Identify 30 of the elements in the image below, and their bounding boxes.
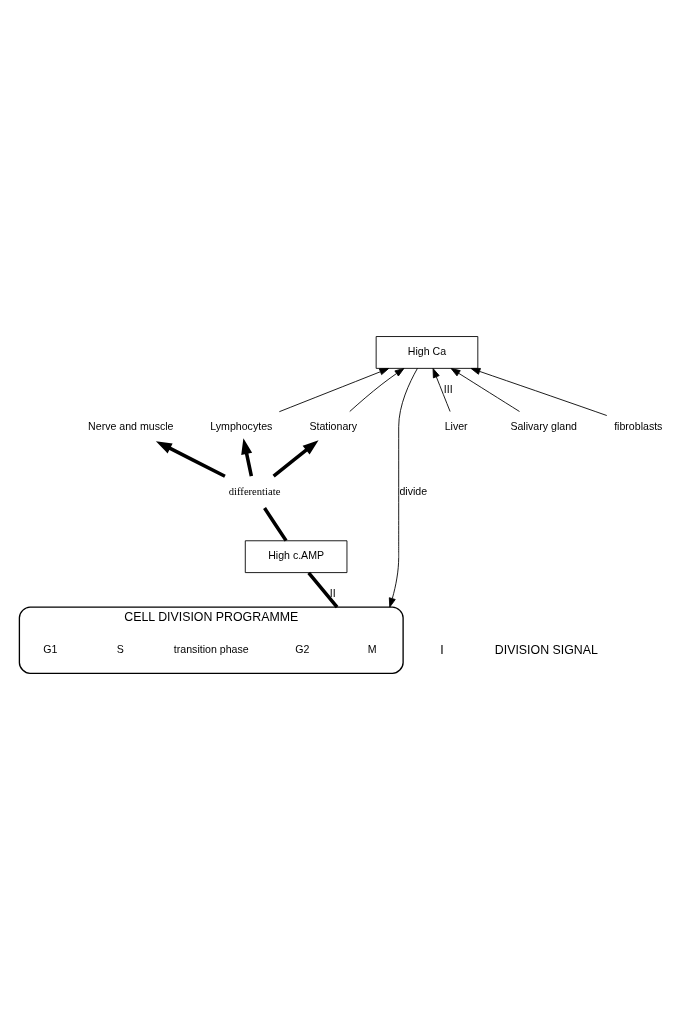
edge-label: II — [329, 587, 336, 599]
arrow — [241, 438, 254, 477]
node-text: G1 — [43, 643, 58, 656]
connector — [307, 571, 339, 609]
arrow — [450, 368, 520, 412]
label: DIVISION SIGNAL — [494, 642, 598, 657]
node-box: High Ca — [375, 336, 479, 369]
node-text: transition phase — [173, 643, 249, 656]
label: I — [440, 642, 444, 657]
node-text: fibroblasts — [614, 420, 663, 433]
arrow — [349, 368, 405, 412]
node-text: M — [367, 643, 377, 656]
arrow — [278, 368, 390, 413]
node-text: Salivary gland — [510, 420, 577, 433]
node-box: High c.AMP — [244, 540, 348, 574]
node-text: Lymphocytes — [210, 420, 273, 433]
arrow — [155, 441, 226, 478]
arrow — [388, 368, 418, 608]
connector — [263, 507, 288, 542]
node-text: Stationary — [309, 420, 358, 433]
node-text: differentiate — [228, 485, 281, 497]
node-text: Nerve and muscle — [88, 420, 174, 433]
node-text: Liver — [444, 420, 468, 433]
node-text: S — [116, 643, 124, 656]
arrow — [272, 440, 319, 478]
node-text: G2 — [295, 643, 310, 656]
arrow — [432, 368, 451, 412]
edge-label: divide — [399, 484, 428, 497]
arrow — [470, 368, 608, 416]
edge-label: III — [443, 382, 453, 395]
